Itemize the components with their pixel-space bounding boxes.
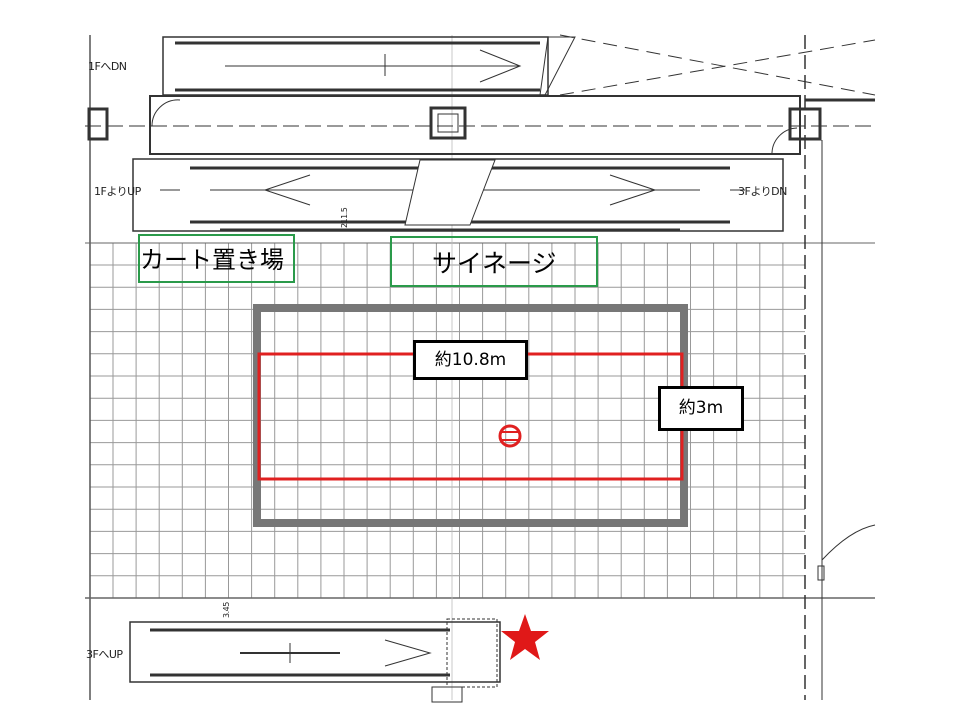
depth-dimension-label: 約3m bbox=[658, 386, 744, 431]
width-dimension-label: 約10.8m bbox=[413, 340, 528, 380]
label-3f-up: 3FへUP bbox=[86, 648, 123, 661]
signage-area-box: サイネージ bbox=[390, 236, 598, 287]
cart-area-box: カート置き場 bbox=[138, 234, 295, 283]
label-3f-down: 3FよりDN bbox=[738, 185, 787, 198]
escalator-structure bbox=[85, 34, 876, 703]
label-1f-up: 1FよりUP bbox=[94, 185, 141, 198]
star-icon bbox=[501, 614, 549, 660]
dimension-small-top: 211.5 bbox=[340, 207, 349, 228]
circle-marker-icon bbox=[498, 424, 522, 448]
dimension-small-bottom: 3.45 bbox=[222, 602, 231, 618]
label-1f-down: 1FへDN bbox=[88, 60, 127, 73]
